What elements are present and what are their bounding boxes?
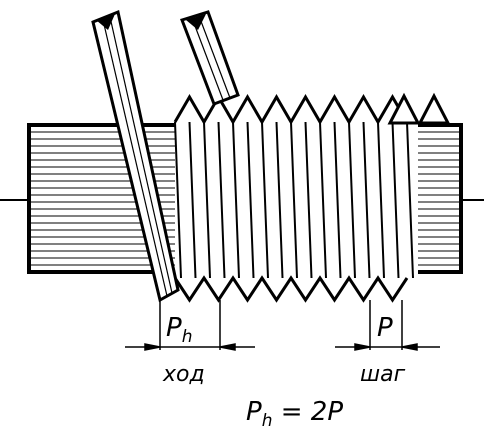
- formula-label: Ph = 2P: [246, 397, 343, 431]
- thread-flank-line: [319, 121, 327, 279]
- pitch-dimension: [335, 300, 440, 351]
- thread-flank-line: [188, 121, 197, 279]
- thread-flank-line: [304, 121, 313, 279]
- thread-flank-line: [246, 121, 255, 279]
- thread-flank-line: [377, 121, 385, 279]
- pitch-label: P: [377, 313, 393, 343]
- thread-flank-line: [174, 121, 182, 279]
- thread-flank-line: [362, 121, 371, 279]
- lead-label: Ph: [166, 313, 192, 347]
- cutting-tool-left: [91, 9, 180, 303]
- thread-bottom-profile: [173, 275, 409, 303]
- cutting-tool-right: [180, 10, 240, 106]
- thread-flank-line: [391, 121, 400, 279]
- thread-teeth-top-right: [387, 92, 451, 125]
- thread-flank-line: [203, 121, 211, 279]
- thread-background: [175, 122, 418, 278]
- thread-flank-line: [261, 121, 269, 279]
- thread-top-profile: [173, 94, 409, 125]
- lead-dimension: [125, 300, 255, 351]
- pitch-word-label: шаг: [360, 362, 406, 387]
- lead-word-label: ход: [162, 362, 205, 387]
- thread-flank-line: [333, 121, 342, 279]
- thread-helix: [173, 94, 418, 303]
- thread-flank-line: [406, 121, 414, 279]
- thread-flank-line: [217, 121, 226, 279]
- thread-flank-line: [275, 121, 284, 279]
- thread-flank-line: [232, 121, 240, 279]
- thread-flank-line: [348, 121, 356, 279]
- thread-flank-line: [290, 121, 298, 279]
